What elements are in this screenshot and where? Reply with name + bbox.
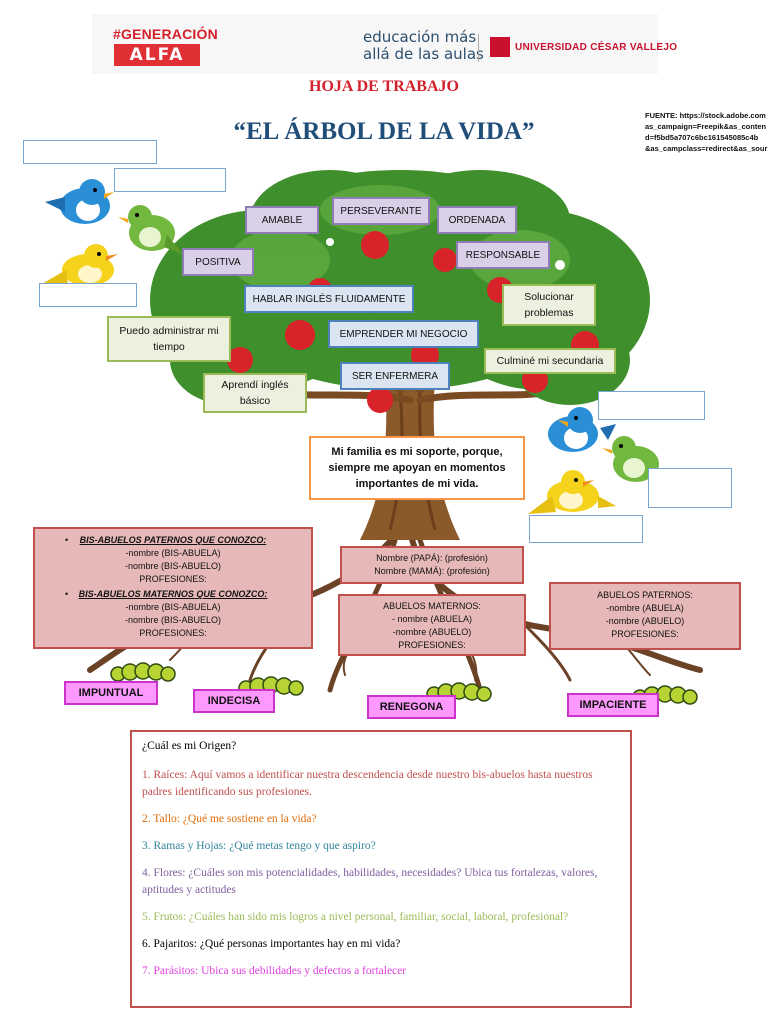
question-pajaritos: 6. Pajaritos: ¿Qué personas importantes … bbox=[142, 938, 401, 950]
question-tallo: 2. Tallo: ¿Qué me sostiene en la vida? bbox=[142, 813, 317, 825]
bis-maternos-line: -nombre (BIS-ABUELO) bbox=[124, 615, 222, 625]
bis-maternos-title: BIS-ABUELOS MATERNOS QUE CONOZCO: bbox=[78, 589, 268, 599]
alfa-logo: ALFA bbox=[114, 44, 200, 66]
abuelos-maternos-line: PROFESIONES: bbox=[398, 640, 466, 650]
question-flores: 4. Flores: ¿Cuáles son mis potencialidad… bbox=[142, 867, 598, 896]
roots-box-abuelos-maternos: ABUELOS MATERNOS: - nombre (ABUELA) -nom… bbox=[338, 594, 526, 656]
roots-box-padres: Nombre (PAPÁ): (profesión) Nombre (MAMÁ)… bbox=[340, 546, 524, 584]
abuelos-paternos-line: -nombre (ABUELA) bbox=[606, 603, 684, 613]
roots-box-bis-abuelos: •BIS-ABUELOS PATERNOS QUE CONOZCO: -nomb… bbox=[33, 527, 313, 649]
bird-label-box[interactable] bbox=[23, 140, 157, 164]
value-box-responsable: RESPONSABLE bbox=[456, 241, 550, 269]
achievement-box-aprendi: Aprendí inglés básico bbox=[203, 373, 307, 413]
question-frutos: 5. Frutos: ¿Cuáles han sido mis logros a… bbox=[142, 911, 569, 923]
goal-box-hablar: HABLAR INGLÉS FLUIDAMENTE bbox=[244, 285, 414, 313]
trunk-box-familia: Mi familia es mi soporte, porque, siempr… bbox=[309, 436, 525, 500]
value-box-positiva: POSITIVA bbox=[182, 248, 254, 276]
educacion-logo-line1: educación más bbox=[363, 28, 477, 46]
achievement-box-administrar: Puedo administrar mi tiempo bbox=[107, 316, 231, 362]
bis-maternos-line: -nombre (BIS-ABUELA) bbox=[125, 602, 221, 612]
bird-yellow-icon bbox=[38, 240, 128, 300]
source-line: FUENTE: https://stock.adobe.com bbox=[645, 111, 766, 120]
bis-paternos-title: BIS-ABUELOS PATERNOS QUE CONOZCO: bbox=[79, 535, 267, 545]
value-box-amable: AMABLE bbox=[245, 206, 319, 234]
defect-box-indecisa: INDECISA bbox=[193, 689, 275, 713]
question-origin: ¿Cuál es mi Origen? bbox=[142, 740, 237, 752]
bis-paternos-line: -nombre (BIS-ABUELO) bbox=[124, 561, 222, 571]
abuelos-paternos-line: PROFESIONES: bbox=[611, 629, 679, 639]
abuelos-maternos-line: - nombre (ABUELA) bbox=[391, 614, 473, 624]
generacion-logo-text: #GENERACIÓN bbox=[113, 26, 218, 42]
ucv-shield-icon bbox=[490, 37, 510, 57]
goal-box-enfermera: SER ENFERMERA bbox=[340, 362, 450, 390]
abuelos-paternos-line: ABUELOS PATERNOS: bbox=[597, 590, 693, 600]
abuelos-maternos-line: ABUELOS MATERNOS: bbox=[383, 601, 481, 611]
bis-paternos-line: -nombre (BIS-ABUELA) bbox=[125, 548, 221, 558]
source-line: as_campaign=Freepik&as_conten bbox=[645, 122, 767, 131]
defect-box-impuntual: IMPUNTUAL bbox=[64, 681, 158, 705]
defect-box-impaciente: IMPACIENTE bbox=[567, 693, 659, 717]
bird-blue-icon bbox=[40, 172, 125, 237]
caterpillar-icon bbox=[110, 662, 176, 682]
bird-blue-icon bbox=[528, 400, 618, 465]
instructions-box: ¿Cuál es mi Origen? 1. Raíces: Aquí vamo… bbox=[130, 730, 632, 1008]
educacion-logo-line2: allá de las aulas bbox=[363, 45, 484, 63]
worksheet-label: HOJA DE TRABAJO bbox=[309, 78, 459, 95]
question-raices: 1. Raíces: Aquí vamos a identificar nues… bbox=[142, 769, 593, 798]
source-line: &as_campclass=redirect&as_sour bbox=[645, 144, 768, 153]
bird-label-box[interactable] bbox=[529, 515, 643, 543]
roots-box-abuelos-paternos: ABUELOS PATERNOS: -nombre (ABUELA) -nomb… bbox=[549, 582, 741, 650]
padre-line: Nombre (PAPÁ): (profesión) bbox=[376, 553, 488, 563]
header-divider bbox=[478, 34, 479, 62]
value-box-perseverante: PERSEVERANTE bbox=[332, 197, 430, 225]
abuelos-maternos-line: -nombre (ABUELO) bbox=[392, 627, 472, 637]
bis-paternos-line: PROFESIONES: bbox=[139, 574, 207, 584]
abuelos-paternos-line: -nombre (ABUELO) bbox=[605, 616, 685, 626]
bird-label-box[interactable] bbox=[114, 168, 226, 192]
value-box-ordenada: ORDENADA bbox=[437, 206, 517, 234]
goal-box-emprender: EMPRENDER MI NEGOCIO bbox=[328, 320, 479, 348]
page-title: “EL ÁRBOL DE LA VIDA” bbox=[233, 118, 535, 145]
bird-label-box[interactable] bbox=[648, 468, 732, 508]
bis-maternos-line: PROFESIONES: bbox=[139, 628, 207, 638]
achievement-box-culmine: Culminé mi secundaria bbox=[484, 348, 616, 374]
question-parasitos: 7. Parásitos: Ubica sus debilidades y de… bbox=[142, 965, 407, 977]
bird-label-box[interactable] bbox=[39, 283, 137, 307]
bird-label-box[interactable] bbox=[598, 391, 705, 420]
question-ramas: 3. Ramas y Hojas: ¿Qué metas tengo y que… bbox=[142, 840, 376, 852]
defect-box-renegona: RENEGONA bbox=[367, 695, 456, 719]
achievement-box-solucionar: Solucionar problemas bbox=[502, 284, 596, 326]
source-note: FUENTE: https://stock.adobe.com as_campa… bbox=[645, 110, 768, 154]
madre-line: Nombre (MAMÁ): (profesión) bbox=[374, 566, 490, 576]
bird-green-icon bbox=[112, 195, 187, 270]
ucv-logo-text: UNIVERSIDAD CÉSAR VALLEJO bbox=[515, 42, 678, 53]
source-line: d=f5bd5a707c6bc161545085c4b bbox=[645, 133, 759, 142]
bird-yellow-icon bbox=[528, 466, 618, 526]
